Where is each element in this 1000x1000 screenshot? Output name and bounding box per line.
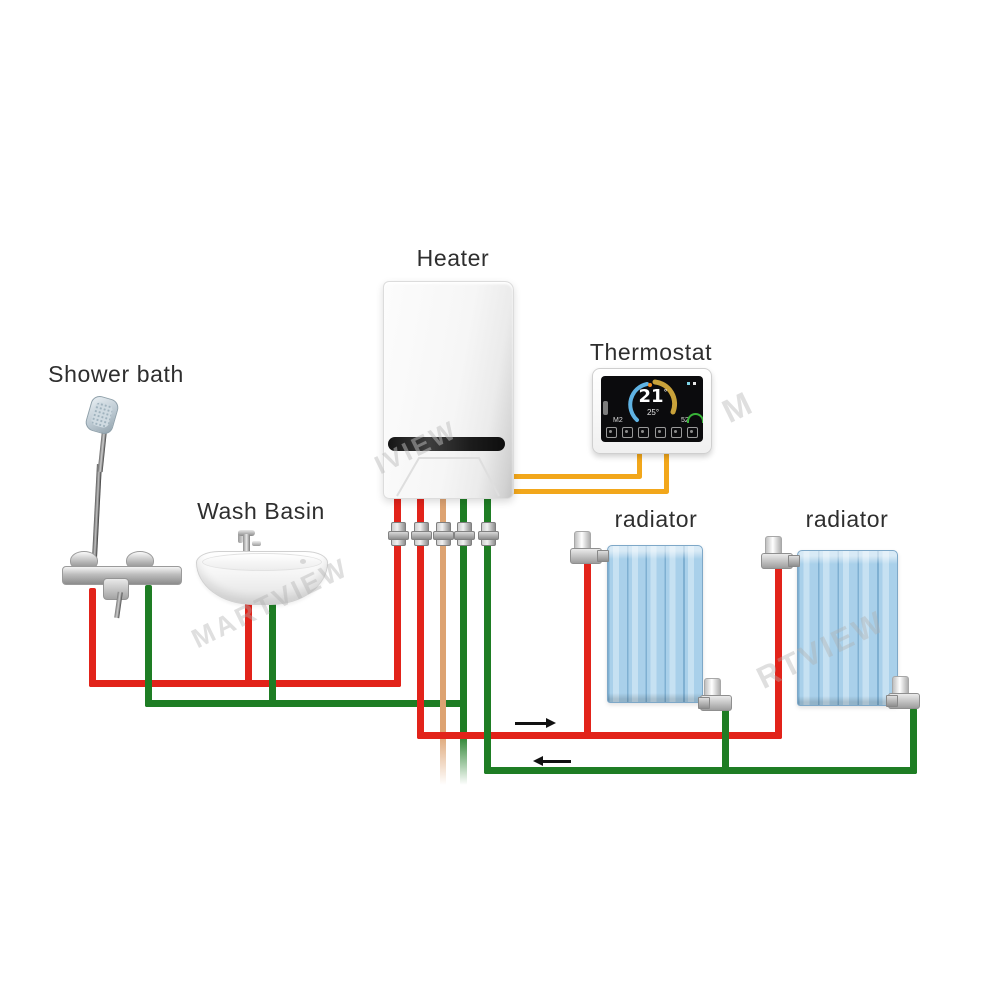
valve-nut bbox=[886, 695, 898, 707]
thermostat-wire-1-vertical bbox=[637, 452, 642, 479]
ok-button-icon bbox=[654, 427, 666, 438]
degree-mark: ° bbox=[663, 388, 668, 397]
arrow-right-icon bbox=[515, 718, 556, 728]
radiator1-return-pipe bbox=[722, 706, 729, 774]
hot-water-pipe-vertical bbox=[394, 497, 401, 687]
heater-bottom-panel bbox=[396, 457, 500, 497]
cold-main-riser bbox=[460, 497, 467, 785]
thermostat-temp-arcs bbox=[628, 379, 678, 422]
radiator1-outlet-valve bbox=[698, 678, 736, 720]
heating-flow-riser bbox=[417, 497, 424, 739]
arrow-left-icon bbox=[533, 756, 571, 766]
shower-cold-pipe bbox=[145, 585, 152, 707]
radiator1-inlet-valve bbox=[570, 531, 609, 573]
heater-boiler bbox=[383, 281, 514, 499]
basin-cold-pipe bbox=[269, 594, 276, 707]
valve-nut bbox=[788, 555, 800, 567]
basin-faucet bbox=[243, 534, 250, 556]
current-temperature: 21° bbox=[638, 386, 668, 407]
thermostat-wire-2-horizontal bbox=[505, 489, 669, 494]
shower-mixer-body bbox=[103, 578, 129, 600]
thermostat-device: 21° 25° M2 52 bbox=[592, 368, 712, 454]
radiator1-flow-pipe bbox=[584, 560, 591, 739]
down-button-icon bbox=[638, 427, 650, 438]
thermostat-label: Thermostat bbox=[589, 339, 713, 365]
basin-faucet-spout bbox=[238, 530, 255, 536]
mode-readout: M2 bbox=[613, 417, 623, 424]
watermark: M bbox=[716, 383, 760, 430]
shower-hot-pipe bbox=[89, 588, 96, 687]
pipe-valve-fitting bbox=[433, 522, 454, 546]
pipe-valve-fitting bbox=[411, 522, 432, 546]
clock-button-icon bbox=[686, 427, 698, 438]
heating-return-horizontal bbox=[484, 767, 917, 774]
thermostat-side-label bbox=[603, 401, 608, 415]
wash-basin-label: Wash Basin bbox=[197, 498, 325, 524]
basin-overflow-hole bbox=[300, 559, 306, 564]
valve-nut bbox=[698, 697, 710, 709]
shower-bath-label: Shower bath bbox=[48, 361, 184, 387]
wifi-status-icon bbox=[687, 382, 690, 385]
heater-display-band bbox=[388, 437, 505, 451]
radiator2-outlet-valve bbox=[886, 676, 924, 718]
humidity-readout: 52 bbox=[681, 417, 689, 424]
radiator-2 bbox=[797, 550, 898, 706]
basin-rim bbox=[202, 553, 322, 571]
thermostat-buttons bbox=[606, 427, 698, 438]
cold-water-pipe-horizontal bbox=[145, 700, 467, 707]
heater-label: Heater bbox=[416, 245, 490, 271]
power-button-icon bbox=[606, 427, 617, 438]
mode-button-icon bbox=[622, 427, 634, 438]
dial-gauge-icon bbox=[687, 413, 703, 423]
radiator1-label: radiator bbox=[614, 506, 698, 532]
gas-supply-pipe bbox=[440, 497, 446, 785]
heating-flow-horizontal bbox=[417, 732, 782, 739]
radiator2-inlet-valve bbox=[761, 536, 800, 578]
radiator-1 bbox=[607, 545, 703, 703]
thermostat-wire-2-vertical bbox=[664, 452, 669, 494]
heating-return-riser bbox=[484, 497, 491, 774]
radiator2-return-pipe bbox=[910, 708, 917, 774]
thermostat-screen: 21° 25° M2 52 bbox=[601, 376, 703, 442]
pipe-valve-fitting bbox=[454, 522, 475, 546]
shower-head bbox=[83, 393, 121, 437]
radiator2-flow-pipe bbox=[775, 565, 782, 739]
pipe-valve-fitting bbox=[388, 522, 409, 546]
flame-icon bbox=[648, 383, 652, 387]
radiator2-label: radiator bbox=[805, 506, 889, 532]
valve-nut bbox=[597, 550, 609, 562]
basin-faucet-handle bbox=[252, 541, 261, 546]
thermostat-wire-1-horizontal bbox=[505, 474, 642, 479]
up-button-icon bbox=[670, 427, 682, 438]
status-icon bbox=[693, 382, 696, 385]
basin-hot-pipe bbox=[245, 594, 252, 687]
pipe-valve-fitting bbox=[478, 522, 499, 546]
basin-faucet-spout-tip bbox=[238, 531, 243, 543]
set-temperature: 25° bbox=[646, 408, 660, 417]
